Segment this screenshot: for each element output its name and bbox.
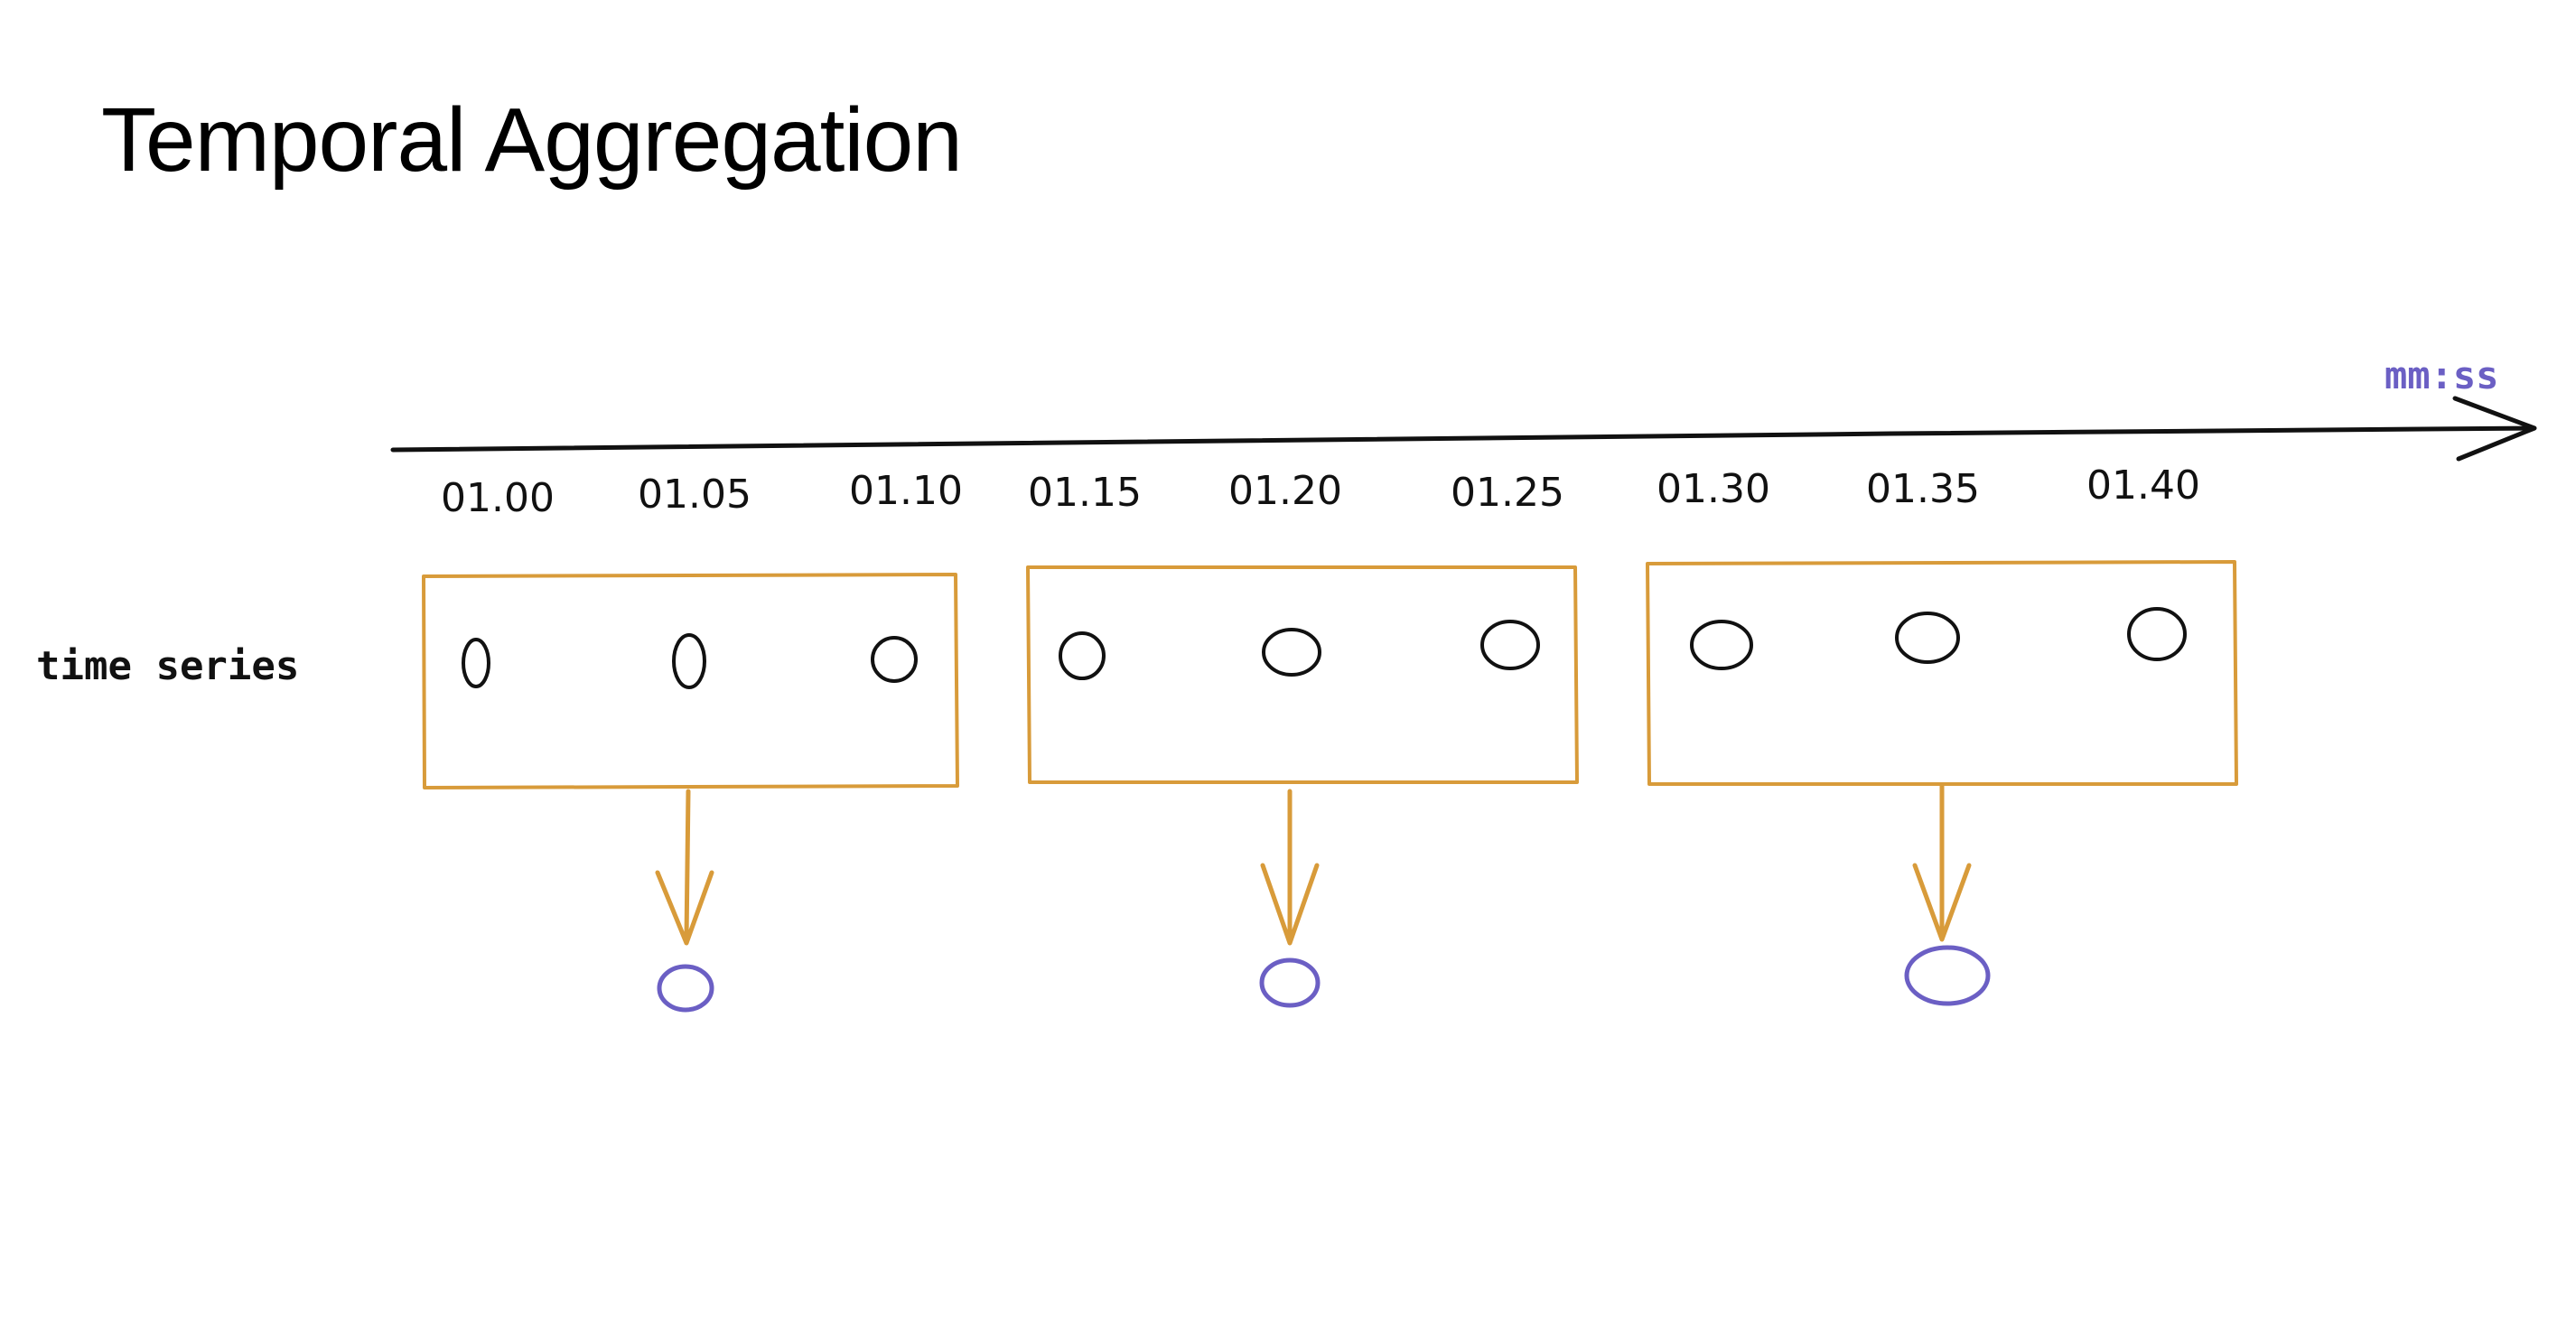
- aggregation-arrow: [655, 789, 714, 946]
- aggregation-arrow: [1912, 783, 1972, 942]
- tick-label: 01.35: [1866, 466, 1980, 512]
- sample-point: [1480, 620, 1540, 670]
- tick-label: 01.25: [1451, 470, 1564, 516]
- tick-label: 01.05: [638, 472, 751, 518]
- time-axis: mm:ss: [390, 353, 2537, 462]
- window-box: [1026, 565, 1579, 784]
- sample-point: [1895, 612, 1960, 664]
- tick-label: 01.00: [441, 475, 555, 521]
- sample-point: [2127, 607, 2187, 661]
- tick-label: 01.40: [2086, 462, 2200, 509]
- tick-label: 01.15: [1028, 470, 1142, 516]
- sample-point: [672, 633, 706, 689]
- sample-point: [1262, 628, 1321, 677]
- aggregation-window-1: [422, 573, 959, 1013]
- window-box: [1646, 560, 2238, 786]
- sample-point: [462, 638, 490, 688]
- sample-point: [1690, 620, 1753, 670]
- time-axis-unit-label: mm:ss: [2385, 353, 2498, 397]
- page-title: Temporal Aggregation: [101, 89, 963, 191]
- time-axis-arrowhead: [2452, 396, 2537, 462]
- tick-label: 01.20: [1228, 468, 1342, 514]
- sample-point: [871, 636, 918, 683]
- window-box: [422, 573, 959, 789]
- tick-label: 01.30: [1657, 466, 1770, 512]
- aggregation-window-2: [1026, 565, 1579, 1008]
- aggregation-window-3: [1646, 560, 2238, 1006]
- aggregation-arrow: [1260, 789, 1320, 946]
- tick-labels: 01.00 01.05 01.10 01.15 01.20 01.25 01.3…: [441, 462, 2200, 521]
- time-series-row-label: time series: [36, 643, 299, 689]
- tick-label: 01.10: [849, 468, 963, 514]
- aggregated-point: [1259, 957, 1321, 1008]
- aggregated-point: [1904, 945, 1991, 1006]
- aggregated-point: [657, 964, 714, 1013]
- time-axis-line: [390, 425, 2536, 453]
- sample-point: [1059, 631, 1106, 680]
